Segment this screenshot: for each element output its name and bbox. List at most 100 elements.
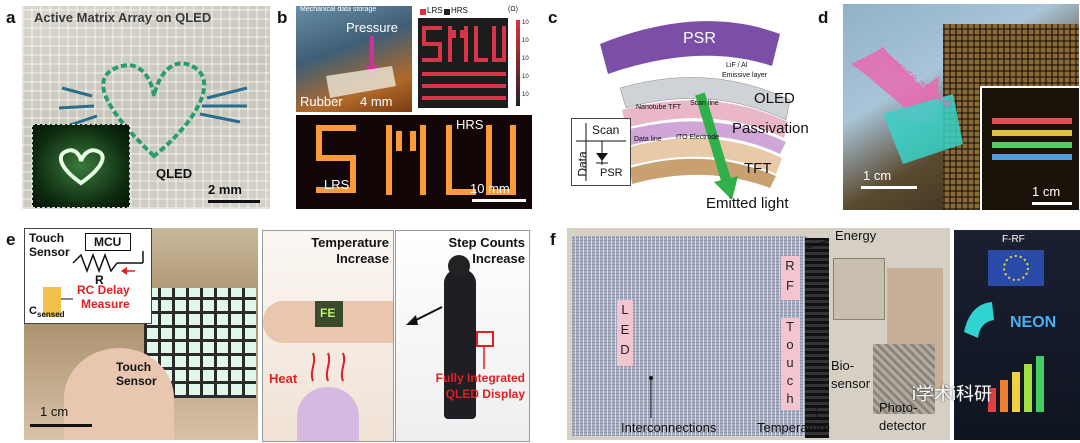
hair-dryer <box>297 387 359 441</box>
emitted-light-label: Emitted light <box>706 195 789 212</box>
touch-sensor-2-label: Touch Sensor <box>116 360 157 388</box>
panel-b-top-scale-label: 4 mm <box>360 94 393 109</box>
panel-letter-e: e <box>6 230 16 249</box>
lrs-label: LRS <box>324 177 350 192</box>
detector-label: detector <box>879 418 926 433</box>
panel-b-bottom-scale-bar <box>472 199 526 202</box>
panel-d-photo: Pressure applied 1 cm 1 cm <box>843 4 1079 210</box>
panel-f-display-photo: F-RF NEON <box>954 230 1080 440</box>
pixel-circuit-icon <box>576 123 626 181</box>
panel-a-scale-bar <box>208 200 260 203</box>
panel-d-scale-label: 1 cm <box>863 168 892 183</box>
touch-letter-o: o <box>786 337 794 352</box>
energy-label: Energy <box>835 228 877 243</box>
fe-display-text: FE <box>320 306 336 320</box>
pressure-applied-arrow-icon <box>851 48 963 164</box>
panel-b-caption: Mechanical data storage <box>300 6 377 13</box>
rf-label-box: R F <box>781 256 799 300</box>
panel-d-inset-scale-bar <box>1032 202 1072 205</box>
glowing-heart-icon <box>58 148 105 186</box>
bio-label: Bio- <box>831 358 855 373</box>
mcu-box: MCU <box>85 233 131 251</box>
pressure-label: Pressure <box>346 20 399 35</box>
fully-integrated-label-1: Fully Integrated <box>435 371 525 385</box>
rc-delay-label: RC Delay <box>77 283 130 297</box>
heat-arrows-icon <box>310 352 346 382</box>
touch-sensor-label: Touch Sensor <box>29 231 70 259</box>
circuit-inset: Scan Data PSR <box>571 118 631 186</box>
colorbar-tick-2: 10 <box>522 38 529 44</box>
rc-circuit-box: Touch Sensor MCU R RC Delay Measure Csen… <box>24 228 152 324</box>
qled-patch: FE <box>315 301 343 327</box>
fully-integrated-label-2: QLED Display <box>445 387 525 401</box>
panel-letter-a: a <box>6 8 16 27</box>
f-rf-label: F-RF <box>1002 234 1025 245</box>
temperature-increase-label-2: Increase <box>336 251 389 266</box>
pressure-arrow-icon <box>326 36 396 98</box>
colorbar-tick-4: 10 <box>522 74 529 80</box>
resistor-label: R <box>95 273 104 287</box>
lrs-legend-swatch <box>420 9 426 15</box>
emissive-layer-label: Emissive layer <box>722 72 768 79</box>
passivation-label: Passivation <box>732 120 809 137</box>
rf-letter-r: R <box>785 258 795 273</box>
oled-label: OLED <box>754 90 795 107</box>
colorbar-tick-5: 10 <box>522 92 529 98</box>
panel-e-scale-label: 1 cm <box>40 404 69 419</box>
display-graphics <box>964 255 1044 412</box>
walking-person <box>444 269 476 419</box>
hrs-label: HRS <box>456 117 484 132</box>
tft-label: TFT <box>744 160 772 177</box>
panel-d-inset: 1 cm <box>980 86 1079 210</box>
panel-e-wrist-photo: FE Temperature Increase Heat <box>262 230 394 442</box>
panel-letter-f: f <box>550 230 556 249</box>
photo-label: Photo- <box>879 400 918 415</box>
resistance-unit: (Ω) <box>508 6 518 13</box>
temperature-label: Temperature <box>757 420 830 435</box>
psr-small-label: PSR <box>600 167 623 179</box>
rc-circuit-icon <box>43 251 144 317</box>
panel-a-photo: Active Matrix Array on QLED QLED 2 mm <box>22 6 270 209</box>
heat-label: Heat <box>269 371 298 386</box>
colorbar-tick-1: 10 <box>522 20 529 26</box>
hrs-legend-label: HRS <box>451 6 468 15</box>
rf-patch <box>833 258 885 320</box>
touch-letter-t: T <box>786 319 794 334</box>
temperature-increase-label-1: Temperature <box>311 235 389 250</box>
touch-label-box: T o u c h <box>781 318 799 410</box>
step-counts-label-2: Increase <box>472 251 525 266</box>
rubber-label: Rubber <box>300 94 343 109</box>
sensor-label: sensor <box>831 376 871 391</box>
psr-label: PSR <box>683 30 716 47</box>
color-led-pattern <box>992 118 1072 160</box>
qled-label: QLED <box>156 166 193 181</box>
panel-b-led-display: HRS LRS 10 mm <box>296 115 532 209</box>
rf-letter-f: F <box>786 278 794 293</box>
person-head <box>448 255 470 277</box>
panel-a-title: Active Matrix Array on QLED <box>34 10 212 25</box>
hrs-legend-swatch <box>444 9 450 15</box>
lrs-legend-label: LRS <box>427 6 443 15</box>
callout-lines <box>649 239 830 418</box>
interconnections-label: Interconnections <box>621 420 717 435</box>
touch-letter-h: h <box>786 391 794 406</box>
panel-e-walking-photo: Step Counts Increase Fully Integrated QL… <box>395 230 530 442</box>
watermark-text: i学术i科研 <box>912 384 992 404</box>
woven-textile <box>571 236 807 436</box>
led-letter-d: D <box>620 342 630 357</box>
led-letter-l: L <box>621 302 629 317</box>
walking-direction-arrow-icon <box>406 306 485 369</box>
nanotube-tft-label: Nanotube TFT <box>636 104 682 111</box>
panel-e-scale-bar <box>30 424 92 427</box>
neon-label: NEON <box>1010 314 1057 331</box>
scan-line-label: Scan line <box>690 100 719 107</box>
black-energy-strip <box>805 238 829 438</box>
panel-e-left-photo: Touch Sensor MCU R RC Delay Measure Csen… <box>24 228 258 440</box>
resistance-colorbar <box>516 20 520 106</box>
photodetector-patch <box>873 344 935 414</box>
panel-d-scale-bar <box>861 186 917 189</box>
panel-f-textile-photo: L E D R F T o u c h Energy Bio- sensor P… <box>567 228 950 440</box>
touch-letter-u: u <box>786 355 794 370</box>
panel-letter-b: b <box>277 8 288 27</box>
led-letter-e: E <box>620 322 630 337</box>
